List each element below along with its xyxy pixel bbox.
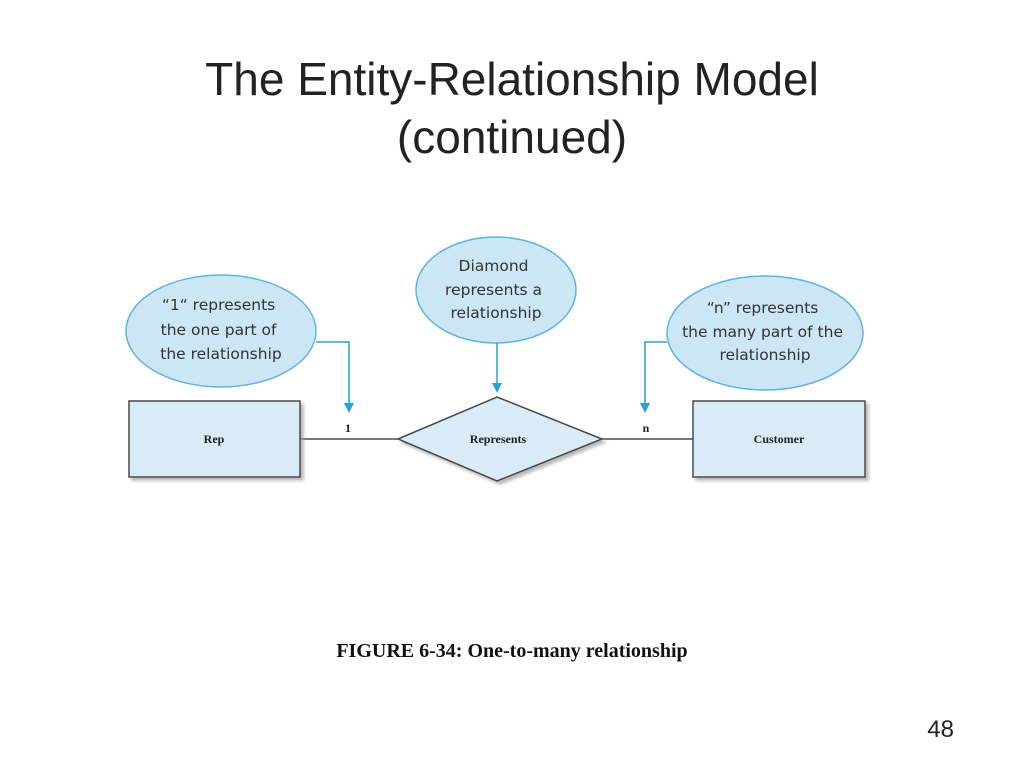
- title-line-2: (continued): [396, 111, 628, 163]
- entity-rep-label: Rep: [204, 432, 225, 446]
- callout-one-line-2: the one part of: [161, 321, 277, 339]
- callout-many: “n” represents the many part of the rela…: [666, 275, 864, 391]
- callout-diamond-line-1: Diamond: [459, 257, 529, 275]
- page-title: The Entity-Relationship Model (continued…: [0, 50, 1024, 166]
- figure-caption: FIGURE 6-34: One-to-many relationship: [336, 640, 688, 662]
- svg-text:“1“ represents the one p: “1“ represents the one part of the relat…: [160, 296, 281, 363]
- entity-customer-label: Customer: [754, 432, 805, 446]
- callout-many-arrow: [640, 341, 667, 413]
- callout-diamond-line-3: relationship: [450, 304, 541, 322]
- entity-rep: Rep: [128, 400, 301, 478]
- title-line-1: The Entity-Relationship Model: [205, 53, 819, 105]
- callout-many-line-3: relationship: [719, 346, 810, 364]
- relationship-label: Represents: [470, 432, 527, 446]
- callout-diamond: Diamond represents a relationship: [415, 236, 577, 344]
- callout-one-line-1: “1“ represents: [162, 296, 275, 314]
- page-number: 48: [927, 716, 954, 743]
- svg-text:Diamond represents a: Diamond represents a relationship: [445, 257, 547, 322]
- callout-many-line-1: “n” represents: [707, 299, 819, 317]
- callout-many-line-2: the many part of the: [682, 323, 843, 341]
- relationship-diamond: Represents: [396, 396, 605, 482]
- callout-one-arrow: [316, 341, 354, 413]
- entity-customer: Customer: [692, 400, 866, 478]
- callout-one: “1“ represents the one part of the relat…: [125, 274, 317, 388]
- cardinality-many-label: n: [643, 421, 650, 435]
- svg-text:“n” represents the many: “n” represents the many part of the rela…: [682, 299, 848, 364]
- callout-one-line-3: the relationship: [160, 345, 281, 363]
- callout-diamond-line-2: represents a: [445, 281, 542, 299]
- cardinality-one-label: 1: [345, 421, 351, 435]
